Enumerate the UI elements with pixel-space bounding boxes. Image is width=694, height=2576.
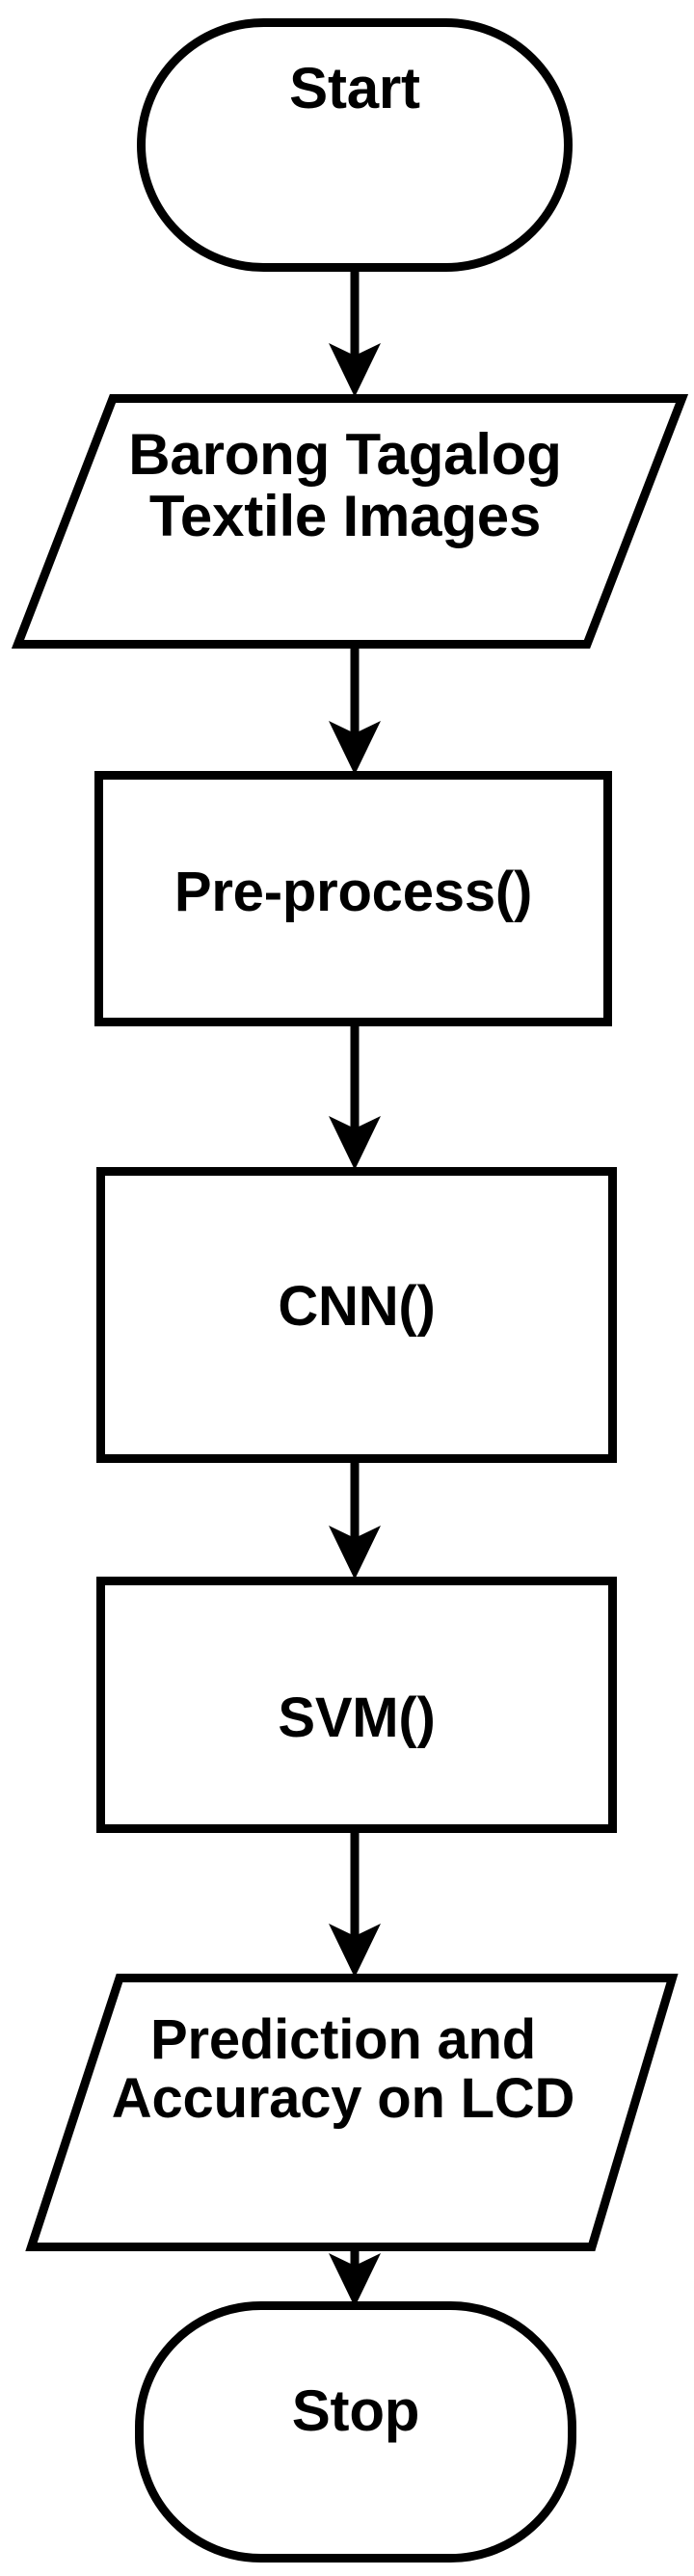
edge-input-to-preprocess: [329, 649, 381, 775]
arrowhead-icon: [329, 1526, 381, 1580]
node-stop-shape[interactable]: [135, 2301, 576, 2563]
arrowhead-icon: [329, 1116, 381, 1170]
node-pre-process-label: Pre-process(): [174, 861, 533, 923]
node-start-shape[interactable]: [137, 18, 573, 272]
arrowhead-icon: [329, 343, 381, 397]
arrowhead-icon: [329, 2253, 381, 2307]
node-output-lcd-label: Prediction and Accuracy on LCD: [111, 2008, 575, 2131]
edge-start-to-input: [329, 272, 381, 397]
edge-preprocess-to-cnn: [329, 1026, 381, 1170]
edge-svm-to-output: [329, 1833, 381, 1978]
node-svm-shape[interactable]: [96, 1577, 617, 1833]
node-stop-label: Stop: [291, 2378, 420, 2443]
edge-output-to-stop: [329, 2251, 381, 2307]
edge-cnn-to-svm: [329, 1463, 381, 1580]
arrowhead-icon: [329, 721, 381, 775]
node-cnn-shape[interactable]: [96, 1167, 617, 1463]
node-cnn-label: CNN(): [278, 1275, 436, 1338]
node-input-images-label: Barong Tagalog Textile Images: [128, 422, 562, 548]
node-svm-label: SVM(): [278, 1686, 436, 1749]
node-start-label: Start: [289, 56, 420, 120]
node-pre-process-shape[interactable]: [94, 771, 612, 1026]
arrowhead-icon: [329, 1924, 381, 1978]
node-output-lcd-shape[interactable]: [25, 1974, 679, 2251]
node-input-images-shape[interactable]: [11, 394, 689, 649]
